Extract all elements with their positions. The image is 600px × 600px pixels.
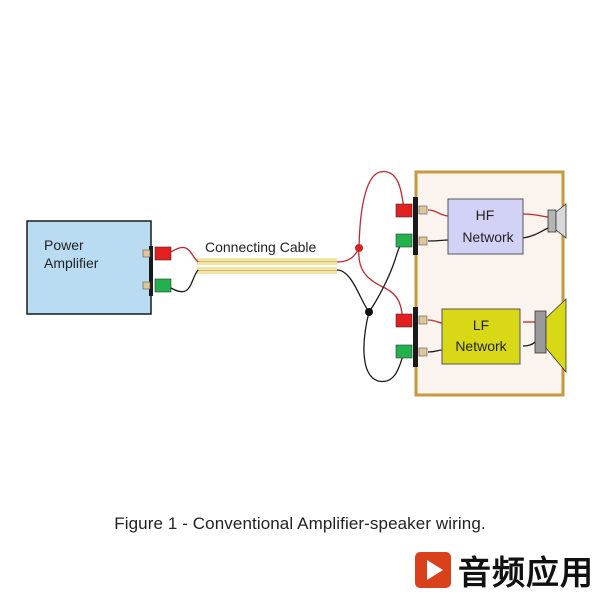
cable-label: Connecting Cable [205,239,317,255]
hf-negative-post [418,236,428,246]
figure-caption: Figure 1 - Conventional Amplifier-speake… [114,514,486,533]
amp-negative-post [142,281,151,290]
lf-label-line2: Network [455,338,507,354]
negative-junction [365,308,373,316]
lf-positive-post [418,315,428,325]
lf-network-box [441,308,521,365]
lf-positive-terminal [395,313,413,328]
amplifier-label-line2: Amplifier [44,255,99,271]
watermark: 音频应用 [414,550,594,592]
connecting-cable [197,258,337,274]
lf-negative-post [418,347,428,357]
hf-label-line2: Network [462,229,514,245]
negative-wires [170,227,549,383]
amp-negative-terminal [154,278,172,293]
woofer-icon [534,298,567,374]
hf-label-line1: HF [476,207,495,223]
hf-positive-terminal [395,203,413,218]
play-icon [415,552,451,588]
hf-network-box [447,198,524,255]
amp-positive-terminal [154,246,172,261]
amp-positive-post [142,249,151,258]
power-amplifier-box [26,220,152,315]
hf-negative-terminal [395,233,413,248]
positive-junction [355,244,363,252]
lf-terminal-strip [413,307,418,367]
hf-terminal-strip [413,197,418,255]
lf-label-line1: LF [473,317,489,333]
lf-negative-terminal [395,344,413,359]
amplifier-terminal-strip [149,246,153,296]
tweeter-icon [547,203,567,239]
hf-positive-post [418,205,428,215]
amplifier-label-line1: Power [44,237,84,253]
watermark-text: 音频应用 [458,553,594,592]
